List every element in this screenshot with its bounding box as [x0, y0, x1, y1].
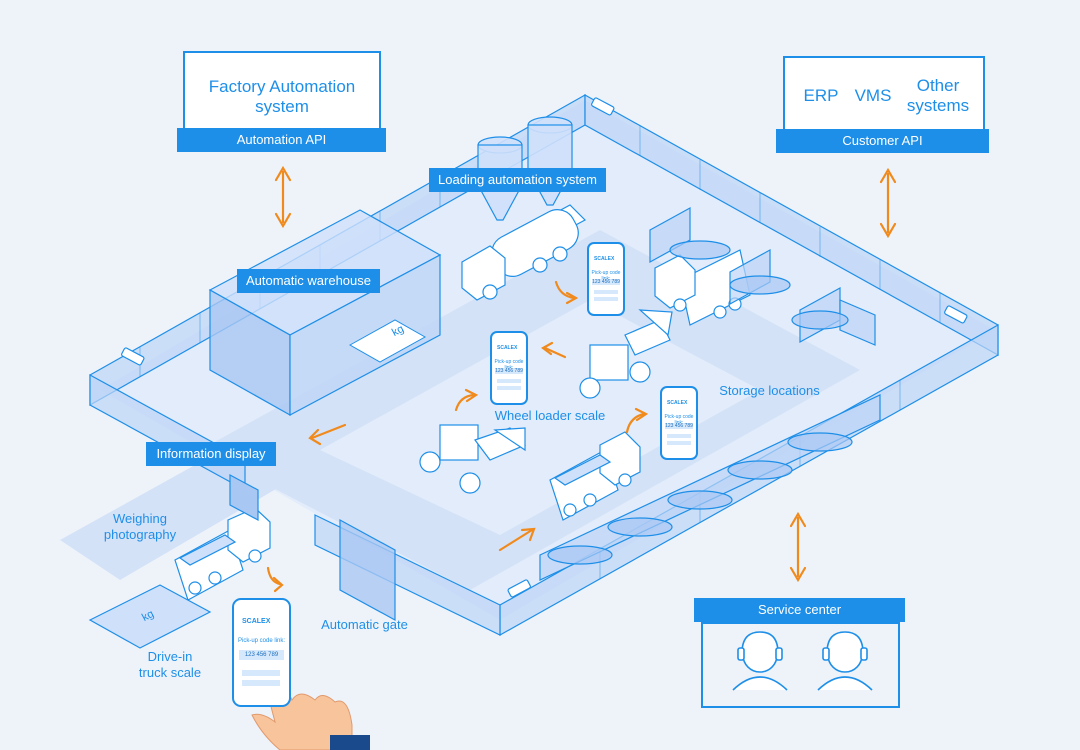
- truck-scale-line-2: truck scale: [138, 665, 202, 680]
- other-line-1: Other: [916, 76, 960, 95]
- gate-panel: [339, 518, 396, 622]
- factory-automation-box: Factory Automation system: [183, 51, 381, 131]
- phone-brand: SCALEX: [242, 618, 271, 625]
- erp-label: ERP: [803, 86, 839, 105]
- vms-label: VMS: [854, 86, 892, 105]
- flow-arrows: [266, 165, 897, 593]
- other-line-2: systems: [906, 96, 970, 115]
- wheel-loader-scale-label: Wheel loader scale: [494, 408, 606, 423]
- service-center-box: [701, 622, 900, 708]
- phone-field: [242, 670, 280, 676]
- title-line-1: Factory Automation: [208, 77, 356, 96]
- phone-brand: SCALEX: [497, 345, 518, 351]
- weighing-line-1: Weighing: [113, 511, 167, 526]
- pickup-code: 123 456 789: [239, 650, 284, 660]
- storage-bays-bottom: [539, 394, 881, 581]
- info-display-screen: [229, 473, 259, 522]
- phone-field: [594, 290, 618, 294]
- customer-systems-box: ERP VMS Other systems: [783, 56, 985, 132]
- phone-brand: SCALEX: [594, 256, 615, 262]
- phone-field: [667, 441, 691, 445]
- weighing-line-2: photography: [103, 527, 177, 542]
- phone-mockup-middle: SCALEX Pick-up code link: 123 456 789: [490, 331, 528, 405]
- camera-icon: [121, 97, 968, 598]
- automatic-gate-label: Automatic gate: [321, 617, 408, 632]
- tanker-truck: [461, 204, 586, 301]
- title-line-2: system: [255, 97, 309, 116]
- phone-field: [594, 297, 618, 301]
- factory-automation-title: Factory Automation system: [185, 77, 379, 117]
- dump-truck-top: [654, 249, 751, 326]
- pickup-code: 123 456 789: [495, 368, 523, 374]
- phone-field: [242, 680, 280, 686]
- service-center-bar: Service center: [694, 598, 905, 622]
- pickup-code: 123 456 789: [592, 279, 620, 285]
- phone-brand: SCALEX: [667, 400, 688, 406]
- phone-field: [497, 379, 521, 383]
- phone-mockup-top: SCALEX Pick-up code link: 123 456 789: [587, 242, 625, 316]
- phone-field: [667, 434, 691, 438]
- pickup-label: Pick-up code link:: [237, 638, 286, 644]
- drive-in-truck-scale-label: Drive-in truck scale: [125, 649, 215, 681]
- truck-scale-line-1: Drive-in: [147, 649, 193, 664]
- phone-field: [497, 386, 521, 390]
- phone-mockup-right: SCALEX Pick-up code link: 123 456 789: [660, 386, 698, 460]
- loading-automation-label: Loading automation system: [429, 168, 606, 192]
- dump-truck-middle: [549, 431, 641, 521]
- customer-api-bar: Customer API: [776, 129, 989, 153]
- weighing-photography-label: Weighing photography: [95, 511, 185, 543]
- storage-bays-top: [649, 206, 876, 346]
- information-display-label: Information display: [146, 442, 276, 466]
- automation-api-bar: Automation API: [177, 128, 386, 152]
- other-systems-label: Other systems: [903, 76, 973, 116]
- wheel-loader-left: [419, 424, 526, 494]
- weighing-truck: [174, 507, 271, 601]
- truck-scale-plate: [88, 584, 212, 649]
- storage-locations-label: Storage locations: [719, 383, 820, 398]
- operator-avatars: [732, 631, 873, 691]
- automatic-warehouse-label: Automatic warehouse: [237, 269, 380, 293]
- pickup-code: 123 456 789: [665, 423, 693, 429]
- wheel-loader-right: [579, 309, 673, 399]
- lane-inner: [320, 300, 760, 535]
- phone-mockup-large: SCALEX Pick-up code link: 123 456 789: [232, 598, 291, 707]
